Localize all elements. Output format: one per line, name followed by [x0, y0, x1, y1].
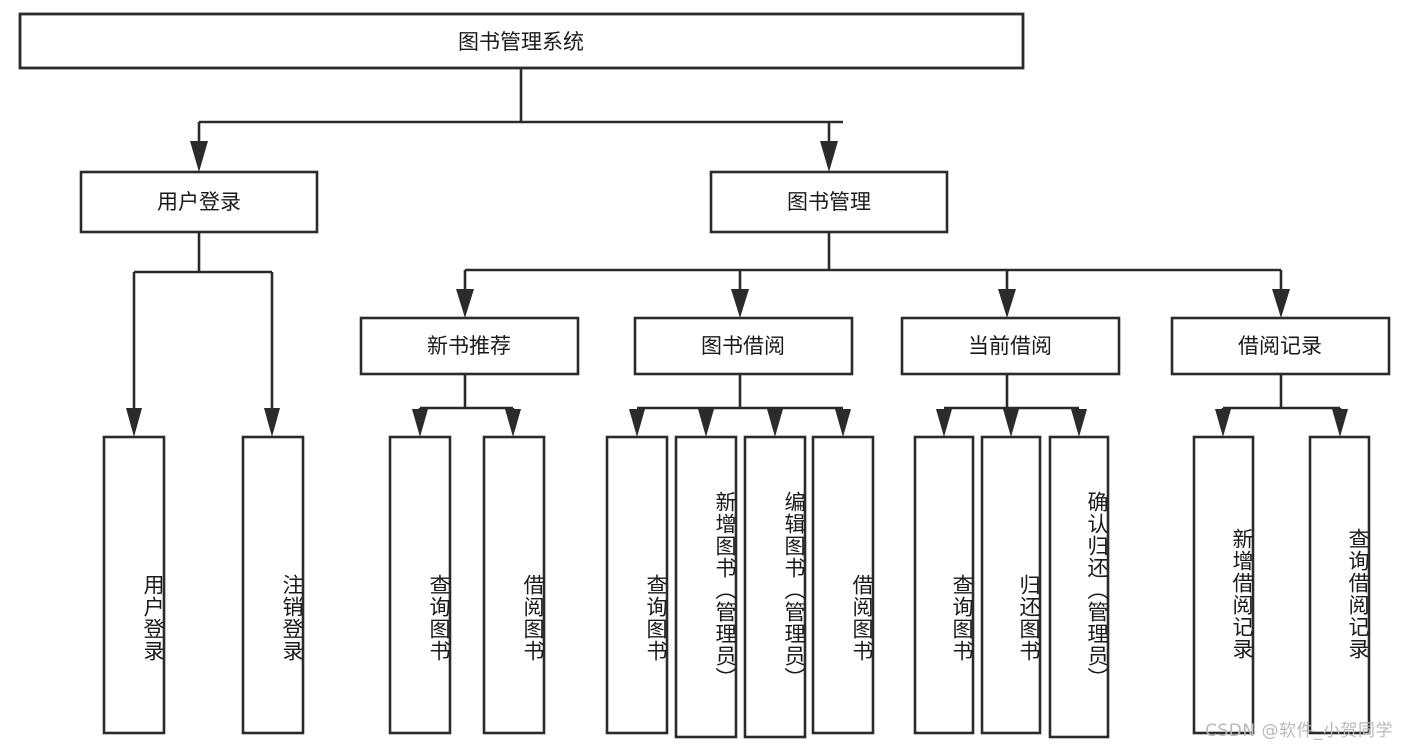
- node-borrow-record[interactable]: 借阅记录: [1170, 316, 1391, 376]
- node-borrow-record-box[interactable]: [1170, 316, 1391, 376]
- node-book-manage-label: 图书管理: [787, 190, 871, 214]
- leaf-box-return-book[interactable]: [980, 435, 1042, 735]
- arrow-head-leaf-add-book: [698, 409, 714, 437]
- arrow-head-leaf-edit-book: [767, 409, 783, 437]
- node-borrow-record-label: 借阅记录: [1238, 334, 1322, 358]
- arrow-head-current-borrow: [998, 289, 1016, 318]
- leaf-box-query-record[interactable]: [1308, 435, 1371, 735]
- node-book-borrow-label: 图书借阅: [701, 334, 785, 358]
- arrow-head-leaf-return-book: [1003, 409, 1019, 437]
- arrow-head-new-book-recommend: [456, 289, 474, 318]
- node-root[interactable]: 图书管理系统: [18, 12, 1025, 70]
- connector-group-root: [190, 68, 843, 172]
- node-root-box[interactable]: [18, 12, 1025, 70]
- leaf-boxes: [102, 435, 1371, 739]
- connector-group-book-borrow: [629, 374, 851, 437]
- node-user-login-box[interactable]: [79, 170, 319, 234]
- connector-group-book-manage: [456, 232, 1290, 318]
- leaf-box-query-book-2[interactable]: [605, 435, 669, 735]
- leaf-box-add-record[interactable]: [1192, 435, 1255, 735]
- leaf-box-borrow-book-2[interactable]: [811, 435, 875, 735]
- node-user-login[interactable]: 用户登录: [79, 170, 319, 234]
- connector-group-user-login: [126, 232, 280, 437]
- node-new-book-recommend-label: 新书推荐: [427, 334, 511, 358]
- arrow-head-leaf-borrow-book-2: [835, 409, 851, 437]
- leaf-box-edit-book[interactable]: [743, 435, 807, 739]
- connector-group-current-borrow: [936, 374, 1087, 437]
- node-book-manage[interactable]: 图书管理: [709, 170, 949, 234]
- node-book-borrow[interactable]: 图书借阅: [633, 316, 854, 376]
- node-book-borrow-box[interactable]: [633, 316, 854, 376]
- node-new-book-recommend-box[interactable]: [359, 316, 580, 376]
- arrow-head-leaf-confirm-return: [1071, 409, 1087, 437]
- leaf-box-query-book-3[interactable]: [913, 435, 975, 735]
- arrow-head-leaf-query-record: [1332, 409, 1348, 437]
- node-current-borrow-label: 当前借阅: [968, 334, 1052, 358]
- arrow-head-leaf-add-record: [1215, 409, 1231, 437]
- leaf-box-borrow-book-1[interactable]: [482, 435, 546, 735]
- connector-group-borrow-record: [1215, 374, 1348, 437]
- node-root-label: 图书管理系统: [458, 30, 584, 54]
- arrow-head-book-manage: [820, 141, 838, 172]
- node-current-borrow[interactable]: 当前借阅: [900, 316, 1121, 376]
- leaf-box-user-login[interactable]: [102, 435, 166, 735]
- node-book-manage-box[interactable]: [709, 170, 949, 234]
- arrow-head-leaf-borrow-book-1: [505, 409, 521, 437]
- node-new-book-recommend[interactable]: 新书推荐: [359, 316, 580, 376]
- leaf-box-query-book-1[interactable]: [388, 435, 452, 735]
- csdn-watermark: CSDN @软件_小贺同学: [1205, 721, 1393, 741]
- node-user-login-label: 用户登录: [157, 190, 241, 214]
- arrow-head-borrow-record: [1272, 289, 1290, 318]
- arrow-head-user-login: [190, 141, 208, 172]
- arrow-head-leaf-query-book-2: [629, 409, 645, 437]
- arrow-head-leaf-logout-login: [264, 408, 280, 437]
- node-current-borrow-box[interactable]: [900, 316, 1121, 376]
- arrow-head-leaf-user-login: [126, 408, 142, 437]
- connector-group-new-book-recommend: [412, 374, 521, 437]
- leaf-box-logout-login[interactable]: [241, 435, 305, 735]
- arrow-head-book-borrow: [731, 289, 749, 318]
- arrow-head-leaf-query-book-3: [936, 409, 952, 437]
- leaf-box-add-book[interactable]: [674, 435, 738, 739]
- arrow-head-leaf-query-book-1: [412, 409, 428, 437]
- leaf-box-confirm-return[interactable]: [1048, 435, 1110, 739]
